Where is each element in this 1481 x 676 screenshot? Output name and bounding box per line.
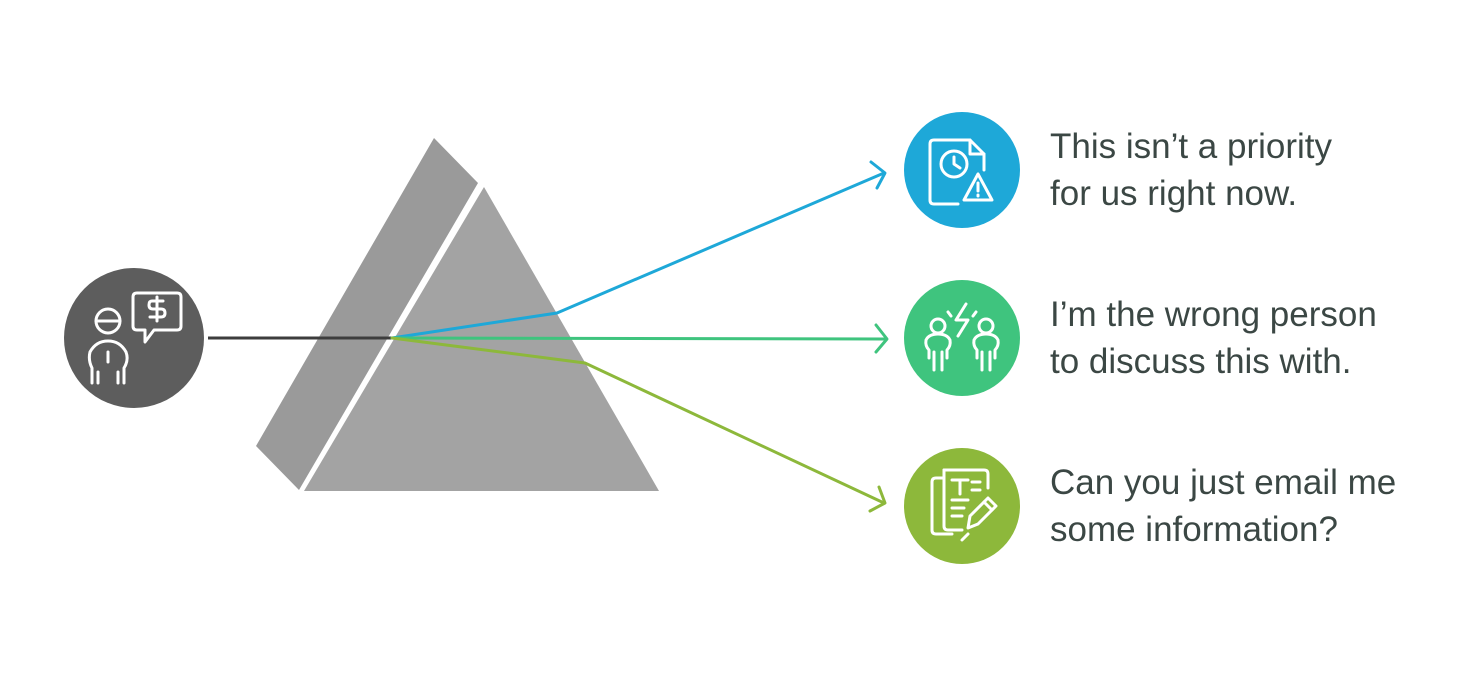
ray-arrowhead <box>874 323 889 354</box>
outcome-label-not-priority: This isn’t a priority for us right now. <box>1050 123 1332 217</box>
prism-back-face <box>256 138 478 490</box>
outcome-node-wrong-person <box>904 280 1020 396</box>
outcome-label-line: This isn’t a priority <box>1050 127 1333 166</box>
salesperson-with-dollar-speech-bubble-icon <box>87 291 183 385</box>
outcome-label-line: Can you just email me <box>1050 463 1397 502</box>
source-circle <box>64 268 204 408</box>
outcome-circle <box>904 112 1020 228</box>
source-node <box>64 268 204 408</box>
refracted-ray-not-priority <box>390 160 887 340</box>
outcome-circle <box>904 280 1020 396</box>
outcome-label-line: I’m the wrong person <box>1050 295 1377 334</box>
document-edit-pencil-icon <box>930 468 998 542</box>
outcome-circle <box>904 448 1020 564</box>
outcome-label-wrong-person: I’m the wrong person to discuss this wit… <box>1050 291 1377 385</box>
outcome-label-line: for us right now. <box>1050 174 1298 213</box>
outcome-label-line: some information? <box>1050 510 1338 549</box>
outcome-node-not-priority <box>904 112 1020 228</box>
outcome-label-line: to discuss this with. <box>1050 342 1352 381</box>
outcome-label-email-info: Can you just email me some information? <box>1050 459 1396 553</box>
document-clock-warning-icon <box>928 138 994 206</box>
ray-arrowhead <box>869 160 887 190</box>
refracted-ray-email-info <box>390 336 887 513</box>
refracted-ray-wrong-person <box>390 323 889 354</box>
ray-line <box>390 336 886 505</box>
ray-line <box>390 171 886 340</box>
prism <box>256 138 659 493</box>
two-people-conflict-icon <box>924 302 1000 372</box>
outcome-node-email-info <box>904 448 1020 564</box>
ray-arrowhead <box>868 485 887 513</box>
ray-line <box>390 336 888 341</box>
